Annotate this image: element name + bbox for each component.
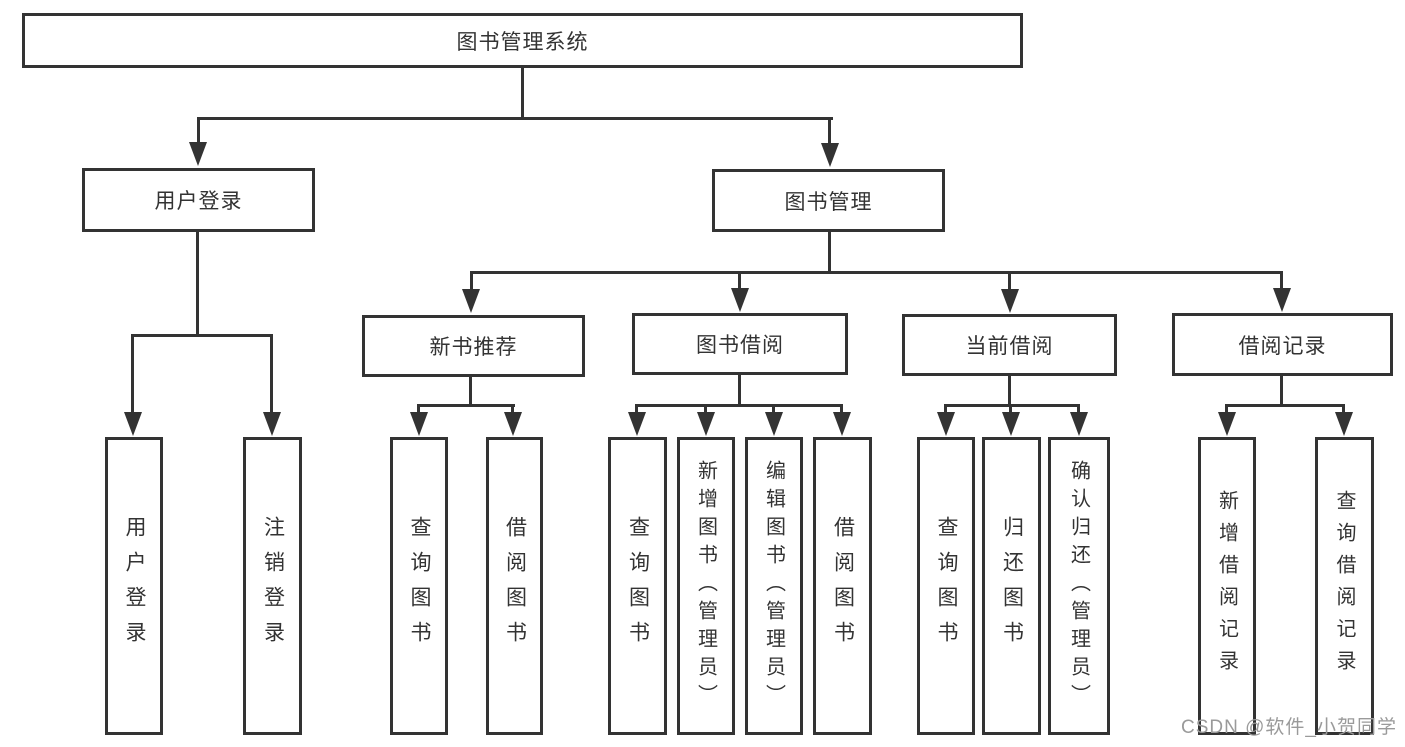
node-current-borrow-label: 当前借阅	[965, 335, 1054, 358]
connector-line	[197, 117, 833, 120]
arrow-down-icon	[1218, 412, 1236, 436]
connector-line	[131, 334, 273, 337]
connector-line	[772, 404, 775, 416]
connector-line	[521, 68, 524, 120]
arrow-down-icon	[1335, 412, 1353, 436]
leaf-logout: 注销登录	[243, 437, 302, 735]
connector-line	[470, 271, 1282, 274]
leaf-user-login-label: 用户登录	[123, 516, 146, 656]
connector-line	[196, 232, 199, 336]
connector-line	[738, 271, 741, 293]
node-book-borrow-label: 图书借阅	[696, 334, 784, 357]
connector-line	[1225, 404, 1345, 407]
arrow-down-icon	[1070, 412, 1088, 436]
leaf-return-book-label: 归还图书	[1000, 516, 1024, 656]
arrow-down-icon	[1273, 288, 1291, 312]
leaf-add-borrow-record: 新增借阅记录	[1198, 437, 1256, 735]
csdn-watermark: CSDN @软件_小贺同学	[1181, 717, 1397, 738]
connector-line	[944, 404, 1080, 407]
arrow-down-icon	[1001, 289, 1019, 313]
leaf-query-book-borrow: 查询图书	[608, 437, 667, 735]
connector-line	[828, 232, 831, 273]
connector-line	[704, 404, 707, 416]
leaf-add-book-admin: 新增图书（管理员）	[677, 437, 735, 735]
leaf-edit-book-admin-label: 编辑图书（管理员）	[762, 460, 785, 712]
connector-line	[1225, 404, 1228, 416]
leaf-borrow-book-label: 借阅图书	[831, 516, 855, 656]
arrow-down-icon	[628, 412, 646, 436]
node-book-management: 图书管理	[712, 169, 945, 232]
connector-line	[270, 334, 273, 414]
connector-line	[1008, 271, 1011, 293]
arrow-down-icon	[124, 412, 142, 436]
connector-line	[417, 404, 515, 407]
leaf-add-borrow-record-label: 新增借阅记录	[1215, 490, 1238, 682]
connector-line	[1342, 404, 1345, 416]
node-borrow-record-label: 借阅记录	[1238, 334, 1327, 358]
node-user-login-label: 用户登录	[154, 190, 243, 213]
connector-line	[417, 404, 420, 416]
connector-line	[470, 271, 473, 293]
arrow-down-icon	[765, 412, 783, 436]
node-new-book-recommend: 新书推荐	[362, 315, 585, 377]
connector-line	[738, 375, 741, 406]
connector-line	[635, 404, 843, 407]
node-current-borrow: 当前借阅	[902, 314, 1117, 376]
connector-line	[1077, 404, 1080, 416]
connector-line	[1280, 376, 1283, 406]
leaf-borrow-book-recommend-label: 借阅图书	[503, 516, 527, 656]
arrow-down-icon	[937, 412, 955, 436]
node-borrow-record: 借阅记录	[1172, 313, 1393, 376]
arrow-down-icon	[504, 412, 522, 436]
node-book-borrow: 图书借阅	[632, 313, 848, 375]
leaf-query-borrow-record: 查询借阅记录	[1315, 437, 1374, 735]
connector-line	[1009, 404, 1012, 416]
node-library-system: 图书管理系统	[22, 13, 1023, 68]
node-new-book-recommend-label: 新书推荐	[429, 336, 518, 359]
node-book-management-label: 图书管理	[784, 190, 873, 214]
arrow-down-icon	[1002, 412, 1020, 436]
connector-line	[131, 334, 134, 414]
leaf-query-book-recommend-label: 查询图书	[408, 516, 431, 656]
node-user-login: 用户登录	[82, 168, 315, 232]
leaf-edit-book-admin: 编辑图书（管理员）	[745, 437, 803, 735]
leaf-logout-label: 注销登录	[261, 516, 285, 656]
connector-line	[635, 404, 638, 416]
connector-line	[511, 404, 514, 416]
arrow-down-icon	[821, 143, 839, 167]
leaf-return-book: 归还图书	[982, 437, 1041, 735]
connector-line	[197, 117, 200, 147]
connector-line	[1280, 271, 1283, 293]
leaf-query-book-recommend: 查询图书	[390, 437, 448, 735]
leaf-add-book-admin-label: 新增图书（管理员）	[694, 460, 717, 712]
connector-line	[828, 117, 831, 147]
connector-line	[469, 377, 472, 406]
leaf-borrow-book-recommend: 借阅图书	[486, 437, 543, 735]
leaf-borrow-book: 借阅图书	[813, 437, 872, 735]
leaf-query-borrow-record-label: 查询借阅记录	[1333, 490, 1355, 682]
leaf-user-login: 用户登录	[105, 437, 163, 735]
leaf-query-book-current-label: 查询图书	[935, 516, 958, 656]
leaf-confirm-return-admin: 确认归还（管理员）	[1048, 437, 1110, 735]
arrow-down-icon	[410, 412, 428, 436]
connector-line	[1008, 376, 1011, 406]
arrow-down-icon	[833, 412, 851, 436]
leaf-confirm-return-admin-label: 确认归还（管理员）	[1067, 460, 1090, 712]
arrow-down-icon	[731, 288, 749, 312]
node-library-system-label: 图书管理系统	[456, 30, 589, 54]
leaf-query-book-borrow-label: 查询图书	[626, 516, 650, 656]
arrow-down-icon	[263, 412, 281, 436]
arrow-down-icon	[189, 142, 207, 166]
connector-line	[944, 404, 947, 416]
arrow-down-icon	[697, 412, 715, 436]
arrow-down-icon	[462, 289, 480, 313]
connector-line	[840, 404, 843, 416]
leaf-query-book-current: 查询图书	[917, 437, 975, 735]
